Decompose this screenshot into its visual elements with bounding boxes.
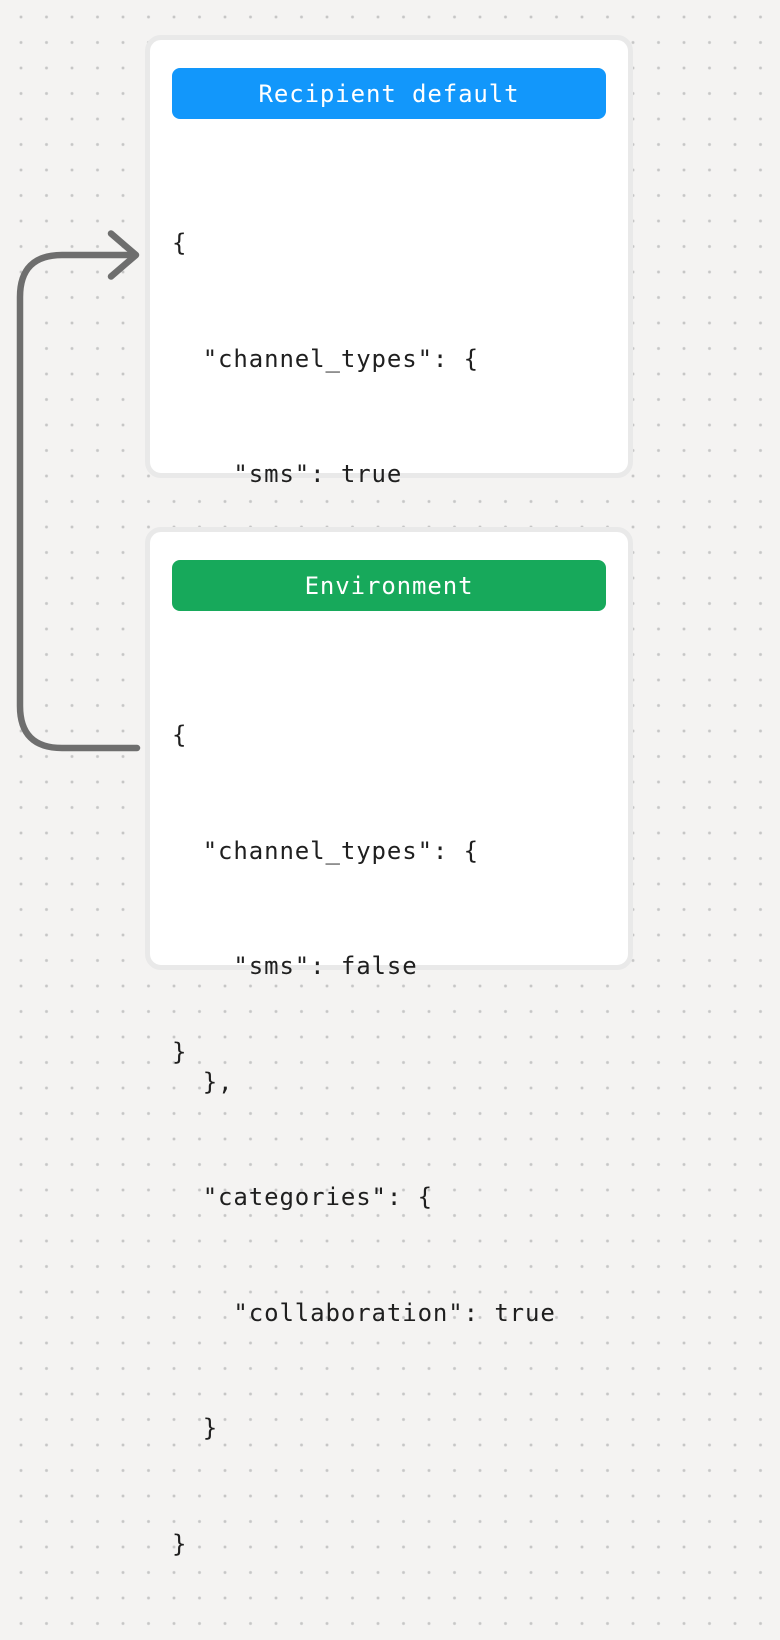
card-recipient-default: Recipient default { "channel_types": { "… — [145, 35, 633, 1066]
code-line: { — [172, 229, 188, 257]
code-line: } — [172, 1414, 219, 1442]
card-header-environment: Environment — [172, 560, 606, 611]
arrow-connector-line — [16, 251, 141, 752]
code-line: }, — [172, 1067, 234, 1096]
card-environment: Environment { "channel_types": { "sms": … — [145, 527, 633, 1558]
code-line: "categories": { — [172, 1183, 433, 1211]
code-line: "channel_types": { — [172, 344, 479, 373]
card-header-recipient-default: Recipient default — [172, 68, 606, 119]
card-title-environment: Environment — [304, 571, 474, 600]
code-line: "sms": true — [172, 460, 403, 488]
code-line: "channel_types": { — [172, 836, 479, 865]
json-code-block-environment: { "channel_types": { "sms": false }, "ca… — [172, 639, 628, 1640]
arrow-head — [107, 230, 140, 280]
code-line: } — [172, 1529, 188, 1558]
code-line: { — [172, 721, 188, 749]
code-line: "collaboration": true — [172, 1298, 556, 1327]
code-line: "sms": false — [172, 952, 418, 980]
card-title-recipient-default: Recipient default — [258, 79, 520, 108]
